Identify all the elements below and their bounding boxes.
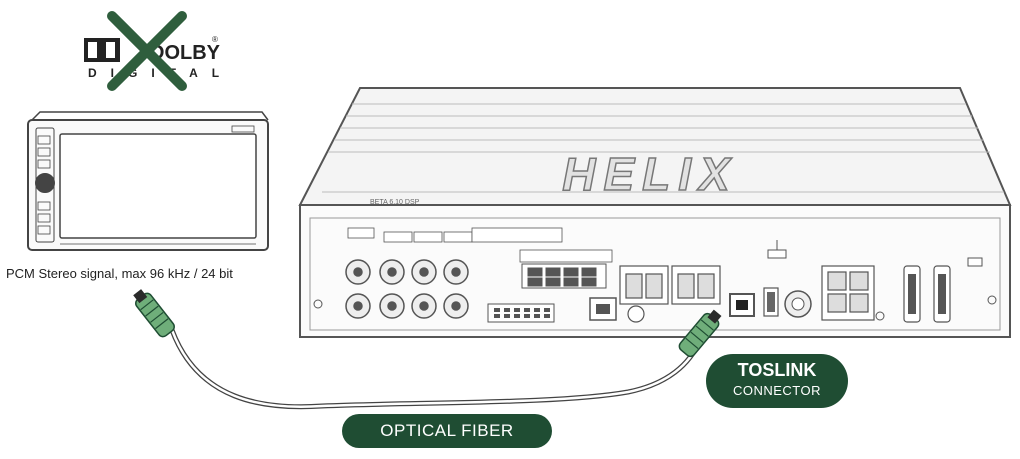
power-terminal bbox=[821, 265, 875, 321]
rca-inputs bbox=[345, 259, 469, 319]
dolby-digital-logo: DOLBY ® DIGITAL bbox=[84, 11, 221, 91]
terminal-block bbox=[521, 263, 607, 289]
fuse-holders bbox=[903, 265, 951, 323]
svg-text:®: ® bbox=[212, 35, 218, 44]
signal-caption: PCM Stereo signal, max 96 kHz / 24 bit bbox=[6, 266, 233, 281]
amplifier-model: BETA 6.10 DSP bbox=[370, 199, 420, 206]
optical-fiber-label: OPTICAL FIBER bbox=[342, 414, 552, 448]
control-connector bbox=[487, 303, 555, 323]
optical-fiber-cable bbox=[133, 289, 722, 410]
toslink-label-line2: CONNECTOR bbox=[732, 383, 822, 398]
dsp-amplifier: HELIX BETA 6.10 DSP bbox=[298, 87, 1012, 338]
dolby-brand-text: DOLBY bbox=[150, 42, 221, 64]
volume-knob-icon bbox=[35, 173, 55, 193]
toslink-plug-right bbox=[678, 309, 722, 358]
head-unit-screen bbox=[59, 133, 257, 239]
amplifier-brand: HELIX bbox=[562, 148, 737, 200]
toslink-plug-left bbox=[133, 289, 175, 338]
toslink-connector-label: TOSLINK CONNECTOR bbox=[706, 354, 848, 408]
speaker-outputs bbox=[619, 265, 721, 305]
toslink-label-line1: TOSLINK bbox=[737, 360, 817, 380]
head-unit bbox=[27, 111, 269, 251]
